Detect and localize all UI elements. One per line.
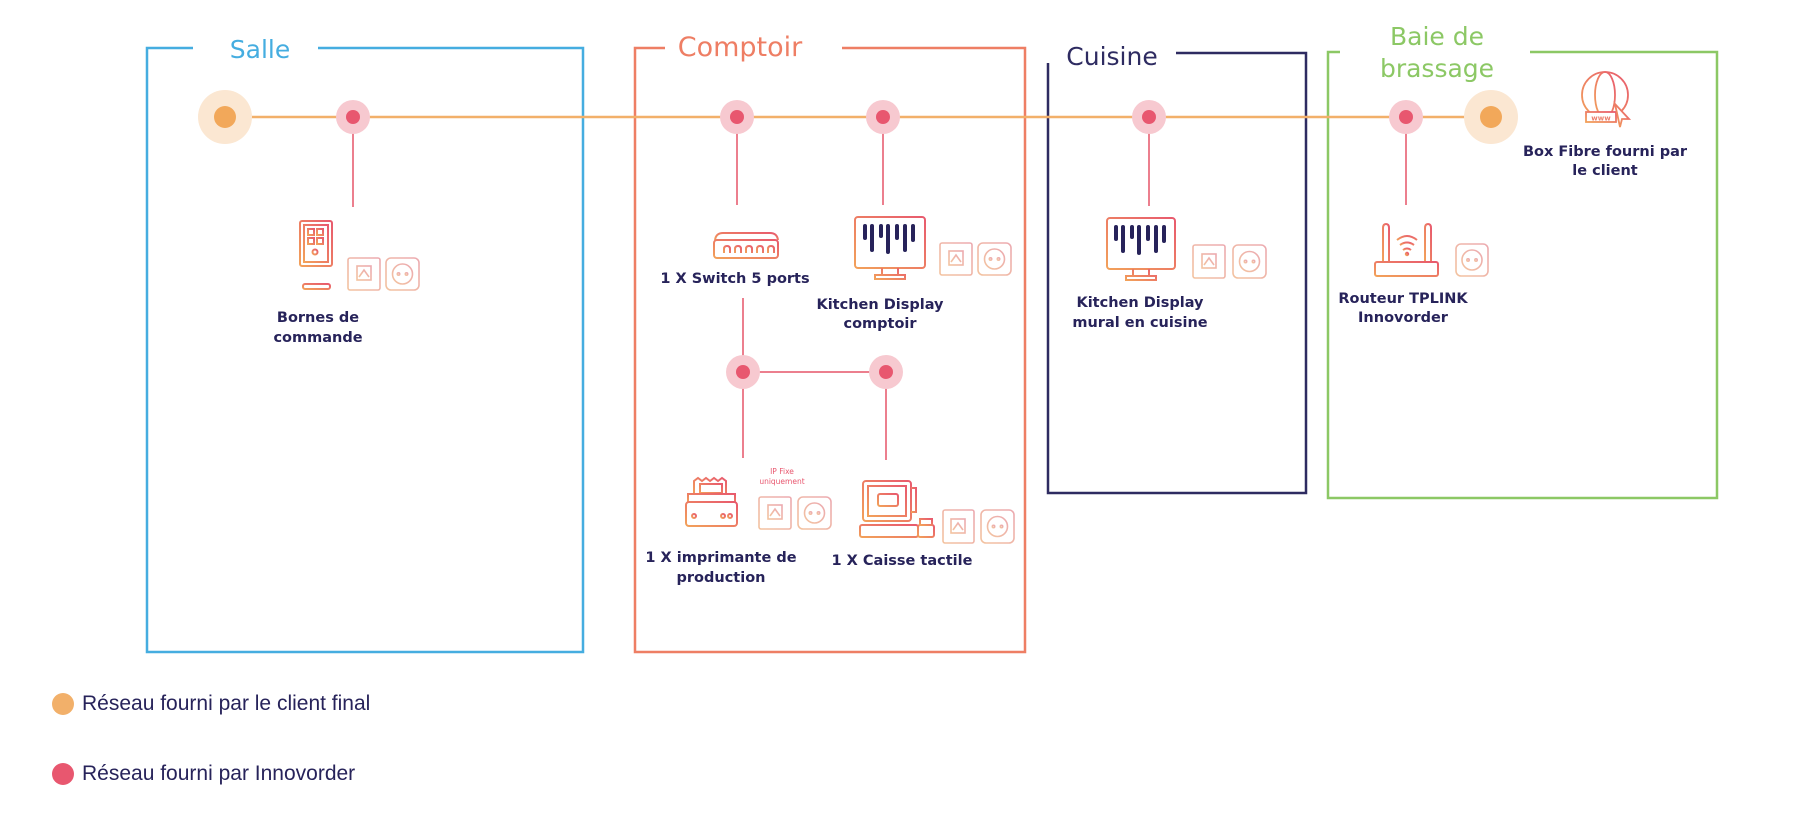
globe-www-icon — [1581, 71, 1632, 128]
legend-label: Réseau fourni par le client final — [82, 692, 371, 715]
rj45-outlet-icon — [939, 242, 973, 276]
zone-baie-title-line2: brassage — [1380, 54, 1494, 83]
device-imprimante: IP Fixe uniquement 1 X imprimante de pro… — [645, 467, 832, 586]
power-outlet-icon — [1232, 244, 1267, 279]
innovorder-node-bornes — [336, 100, 370, 134]
monitor-icon — [1106, 217, 1176, 281]
rj45-outlet-icon — [1192, 244, 1226, 279]
zone-cuisine-title: Cuisine — [1066, 42, 1157, 71]
device-kds-comptoir: Kitchen Display comptoir — [816, 216, 1012, 332]
device-routeur-label-line2: Innovorder — [1358, 310, 1449, 326]
device-bornes-label-line1: Bornes de — [277, 310, 359, 326]
printer-icon — [685, 476, 738, 527]
innovorder-node-kds-cuisine — [1132, 100, 1166, 134]
monitor-icon — [854, 216, 926, 280]
device-box-fibre: www Box Fibre fourni par le client — [1523, 71, 1688, 179]
network-switch-icon — [713, 232, 779, 264]
innovorder-links — [352, 117, 1407, 460]
device-bornes: Bornes de commande — [273, 220, 420, 346]
device-routeur: Routeur TPLINK Innovorder — [1338, 222, 1489, 326]
pos-terminal-icon — [859, 480, 935, 538]
power-outlet-icon — [1455, 243, 1489, 277]
zone-baie: Baie de brassage — [1326, 22, 1719, 500]
client-network-dot-icon — [52, 693, 74, 715]
device-switch-label: 1 X Switch 5 ports — [660, 271, 809, 287]
client-node-end — [1464, 90, 1518, 144]
zone-salle-title: Salle — [230, 35, 290, 64]
device-bornes-label-line2: commande — [273, 330, 362, 346]
wifi-router-icon — [1374, 222, 1439, 280]
rj45-outlet-icon — [942, 509, 975, 544]
zone-comptoir: Comptoir — [633, 32, 1027, 654]
legend-item-innovorder-network: Réseau fourni par Innovorder — [52, 762, 355, 786]
innovorder-node-switch — [720, 100, 754, 134]
zone-salle-border — [145, 46, 585, 654]
rj45-outlet-icon — [347, 257, 381, 291]
ip-fixe-note-line1: IP Fixe — [770, 467, 794, 476]
power-outlet-icon — [980, 509, 1015, 544]
device-box-fibre-label-line2: le client — [1572, 163, 1638, 179]
legend-label: Réseau fourni par Innovorder — [82, 762, 356, 785]
device-kds-cuisine: Kitchen Display mural en cuisine — [1072, 217, 1267, 331]
power-outlet-icon — [977, 242, 1012, 276]
zone-salle: Salle — [145, 35, 585, 654]
rj45-outlet-icon — [758, 496, 792, 530]
zone-comptoir-title: Comptoir — [678, 32, 803, 63]
device-imprimante-label-line2: production — [677, 570, 766, 586]
device-kds-cuisine-label-line2: mural en cuisine — [1072, 315, 1207, 331]
device-routeur-label-line1: Routeur TPLINK — [1338, 291, 1468, 307]
device-imprimante-label-line1: 1 X imprimante de — [645, 550, 796, 566]
legend-item-client-network: Réseau fourni par le client final — [52, 692, 370, 716]
zone-cuisine: Cuisine — [1046, 42, 1308, 495]
innovorder-node-caisse — [869, 355, 903, 389]
client-node-start — [198, 90, 252, 144]
device-caisse-label: 1 X Caisse tactile — [832, 553, 973, 569]
zone-comptoir-border — [633, 46, 1027, 654]
innovorder-network-dot-icon — [52, 763, 74, 785]
device-caisse: 1 X Caisse tactile — [832, 480, 1015, 569]
ip-fixe-note-line2: uniquement — [759, 477, 804, 486]
innovorder-node-imprimante — [726, 355, 760, 389]
innovorder-node-routeur — [1389, 100, 1423, 134]
device-kds-comptoir-label-line1: Kitchen Display — [816, 297, 944, 313]
device-kds-cuisine-label-line1: Kitchen Display — [1076, 295, 1204, 311]
zone-baie-border — [1326, 50, 1719, 500]
device-switch: 1 X Switch 5 ports — [660, 232, 810, 287]
zone-baie-title-line1: Baie de — [1390, 22, 1484, 51]
device-kds-comptoir-label-line2: comptoir — [843, 316, 917, 332]
www-text: www — [1591, 115, 1611, 123]
kiosk-icon — [299, 220, 333, 290]
innovorder-node-kds-comptoir — [866, 100, 900, 134]
zone-cuisine-border — [1046, 51, 1308, 495]
power-outlet-icon — [797, 496, 832, 530]
device-box-fibre-label-line1: Box Fibre fourni par — [1523, 144, 1688, 160]
power-outlet-icon — [385, 257, 420, 291]
